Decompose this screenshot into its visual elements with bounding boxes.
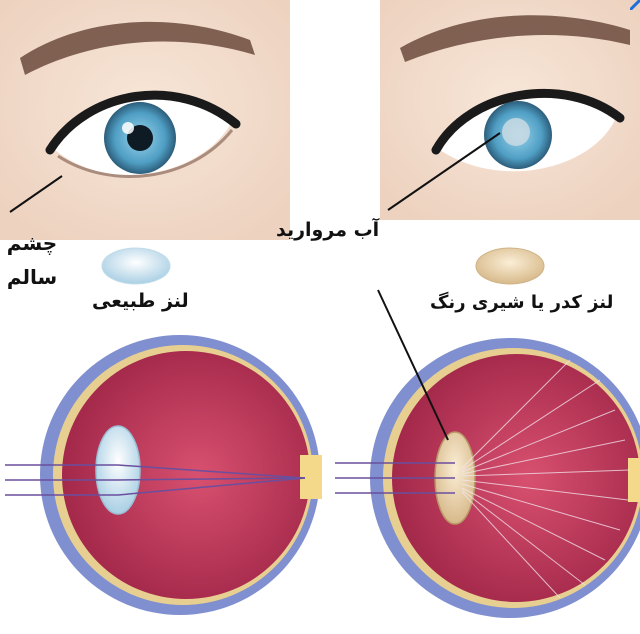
cloudy-lens-thumbnail bbox=[476, 248, 544, 284]
healthy-eye-label: چشم سالم bbox=[4, 226, 60, 294]
natural-lens-label: لنز طبیعی bbox=[92, 290, 189, 312]
healthy-eye-cross-section bbox=[5, 335, 322, 615]
cataract-label: آب مروارید bbox=[276, 219, 379, 241]
optic-nerve-right bbox=[628, 458, 640, 502]
optic-nerve-left bbox=[300, 455, 322, 499]
healthy-eye-photo bbox=[0, 0, 290, 240]
corner-mark bbox=[630, 0, 640, 10]
cataract-eye-photo bbox=[380, 0, 640, 220]
natural-lens-thumbnail bbox=[102, 248, 170, 284]
cataract-eye-cross-section bbox=[335, 290, 640, 618]
cloudy-pupil bbox=[502, 118, 530, 146]
natural-lens bbox=[96, 426, 140, 514]
cloudy-lens-label: لنز کدر یا شیری رنگ bbox=[430, 292, 613, 313]
